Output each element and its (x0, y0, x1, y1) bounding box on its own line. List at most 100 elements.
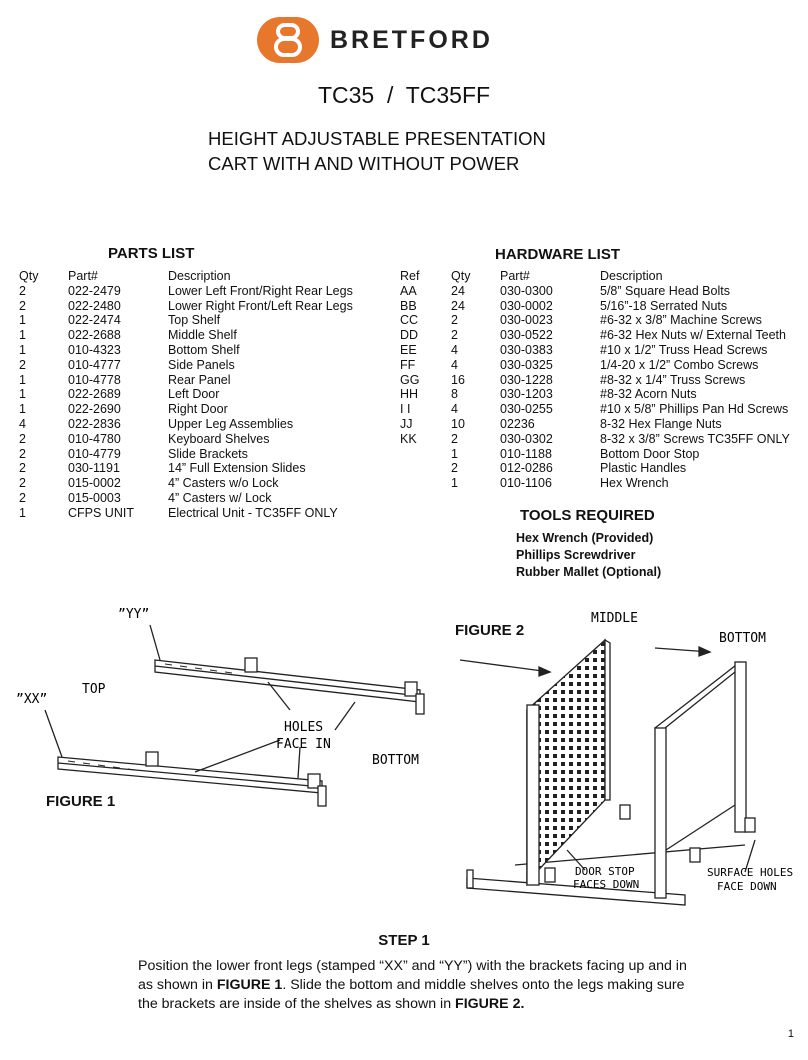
parts-list-cell: 022-2474 (68, 313, 121, 328)
tools-required-heading: TOOLS REQUIRED (520, 507, 655, 524)
hardware-list-cell: Plastic Handles (600, 461, 687, 476)
hardware-list-cell: 1 (451, 476, 458, 491)
bretford-logo-icon (257, 17, 319, 63)
figure-2-illustration: MIDDLE BOTTOM DOOR STOP FACES DOWN SURFA… (459, 611, 793, 906)
parts-list-cell: 2 (19, 298, 26, 313)
hardware-list-cell: #10 x 5/8” Phillips Pan Hd Screws (600, 402, 789, 417)
parts-list-cell: 010-4778 (68, 372, 121, 387)
tool-item: Rubber Mallet (Optional) (516, 565, 662, 579)
step-title: STEP 1 (378, 932, 430, 949)
parts-list-cell: Top Shelf (168, 313, 221, 328)
fig2-callout-face-down: FACE DOWN (717, 880, 777, 893)
hardware-list-cell: 10 (451, 416, 465, 431)
hardware-list-column-header: Description (600, 269, 663, 283)
fig2-callout-faces-down: FACES DOWN (573, 878, 639, 891)
parts-list-cell: 1 (19, 372, 26, 387)
step-instructions: Position the lower front legs (stamped “… (138, 957, 698, 1014)
parts-list-cell: 4 (19, 416, 26, 431)
hardware-list-cell: 030-1228 (500, 372, 553, 387)
parts-list-cell: Lower Right Front/Left Rear Legs (168, 298, 353, 313)
parts-list-cell: 1 (19, 387, 26, 402)
parts-list-cell: Upper Leg Assemblies (168, 416, 294, 431)
hardware-list-cell: 030-0300 (500, 283, 553, 298)
document-title: HEIGHT ADJUSTABLE PRESENTATION CART WITH… (208, 126, 546, 176)
parts-list-column-header: Description (168, 269, 231, 283)
parts-list-cell: 022-2689 (68, 387, 121, 402)
hardware-list-cell: 2 (451, 461, 458, 476)
hardware-list-cell: 2 (451, 328, 458, 343)
parts-list-cell: 022-2836 (68, 416, 121, 431)
parts-list-cell: 010-4777 (68, 357, 121, 372)
parts-list-cell: 2 (19, 461, 26, 476)
hardware-list-cell: 010-1188 (500, 446, 552, 461)
figure-1-label: FIGURE 1 (46, 793, 116, 810)
parts-list-cell: Side Panels (168, 357, 235, 372)
model-number: TC35 / TC35FF (317, 82, 491, 108)
hardware-list-cell: KK (400, 431, 417, 446)
parts-list-cell: Right Door (168, 402, 228, 417)
parts-list-cell: 010-4779 (68, 446, 121, 461)
hardware-list-cell: 012-0286 (500, 461, 553, 476)
parts-list-cell: Keyboard Shelves (168, 431, 270, 446)
hardware-list-cell: 4 (451, 402, 458, 417)
fig1-callout-xx: ”XX” (16, 692, 47, 707)
parts-list-column-header: Qty (19, 269, 39, 283)
parts-list-cell: 1 (19, 402, 26, 417)
brand-name: BRETFORD (330, 26, 493, 54)
hardware-list-cell (400, 461, 451, 476)
parts-list-cell: 010-4780 (68, 431, 121, 446)
title-line-2: CART WITH AND WITHOUT POWER (208, 153, 520, 174)
hardware-list-cell: #6-32 x 3/8” Machine Screws (600, 313, 762, 328)
fig1-callout-yy: ”YY” (118, 607, 149, 622)
hardware-list-cell: 5/8” Square Head Bolts (600, 283, 730, 298)
parts-list-cell: 1 (19, 505, 26, 520)
hardware-list-cell: 02236 (500, 416, 535, 431)
parts-list-cell: 010-4323 (68, 342, 121, 357)
parts-list-cell: Middle Shelf (168, 328, 237, 343)
tool-item: Hex Wrench (Provided) (516, 531, 654, 545)
hardware-list-cell: GG (400, 372, 420, 387)
hardware-list-cell: 030-1203 (500, 387, 553, 402)
hardware-list-cell: JJ (400, 416, 413, 431)
parts-list-cell: 022-2688 (68, 328, 121, 343)
parts-list-row: 1 022-2474 Top Shelf (19, 313, 353, 328)
tools-list: Hex Wrench (Provided) Phillips Screwdriv… (516, 530, 661, 581)
parts-list-cell: 022-2480 (68, 298, 121, 313)
parts-list-cell: Bottom Shelf (168, 342, 240, 357)
fig2-callout-middle: MIDDLE (591, 611, 638, 626)
hardware-list-cell (400, 447, 451, 462)
hardware-list-cell: 2 (451, 313, 458, 328)
parts-list-cell: 2 (19, 283, 26, 298)
hardware-list-cell: 1 (451, 446, 458, 461)
parts-list-cell: 1 (19, 313, 26, 328)
hardware-list-cell: 24 (451, 283, 465, 298)
page-number: 1 (787, 1028, 794, 1040)
step-text-figure1: FIGURE 1 (216, 977, 283, 993)
parts-list-cell: 015-0002 (68, 476, 121, 491)
hardware-list-cell: I I (400, 402, 411, 417)
hardware-list-cell: 010-1106 (500, 476, 552, 491)
parts-list-cell: 14” Full Extension Slides (168, 461, 306, 476)
hardware-list-column-header: Part# (500, 269, 530, 283)
